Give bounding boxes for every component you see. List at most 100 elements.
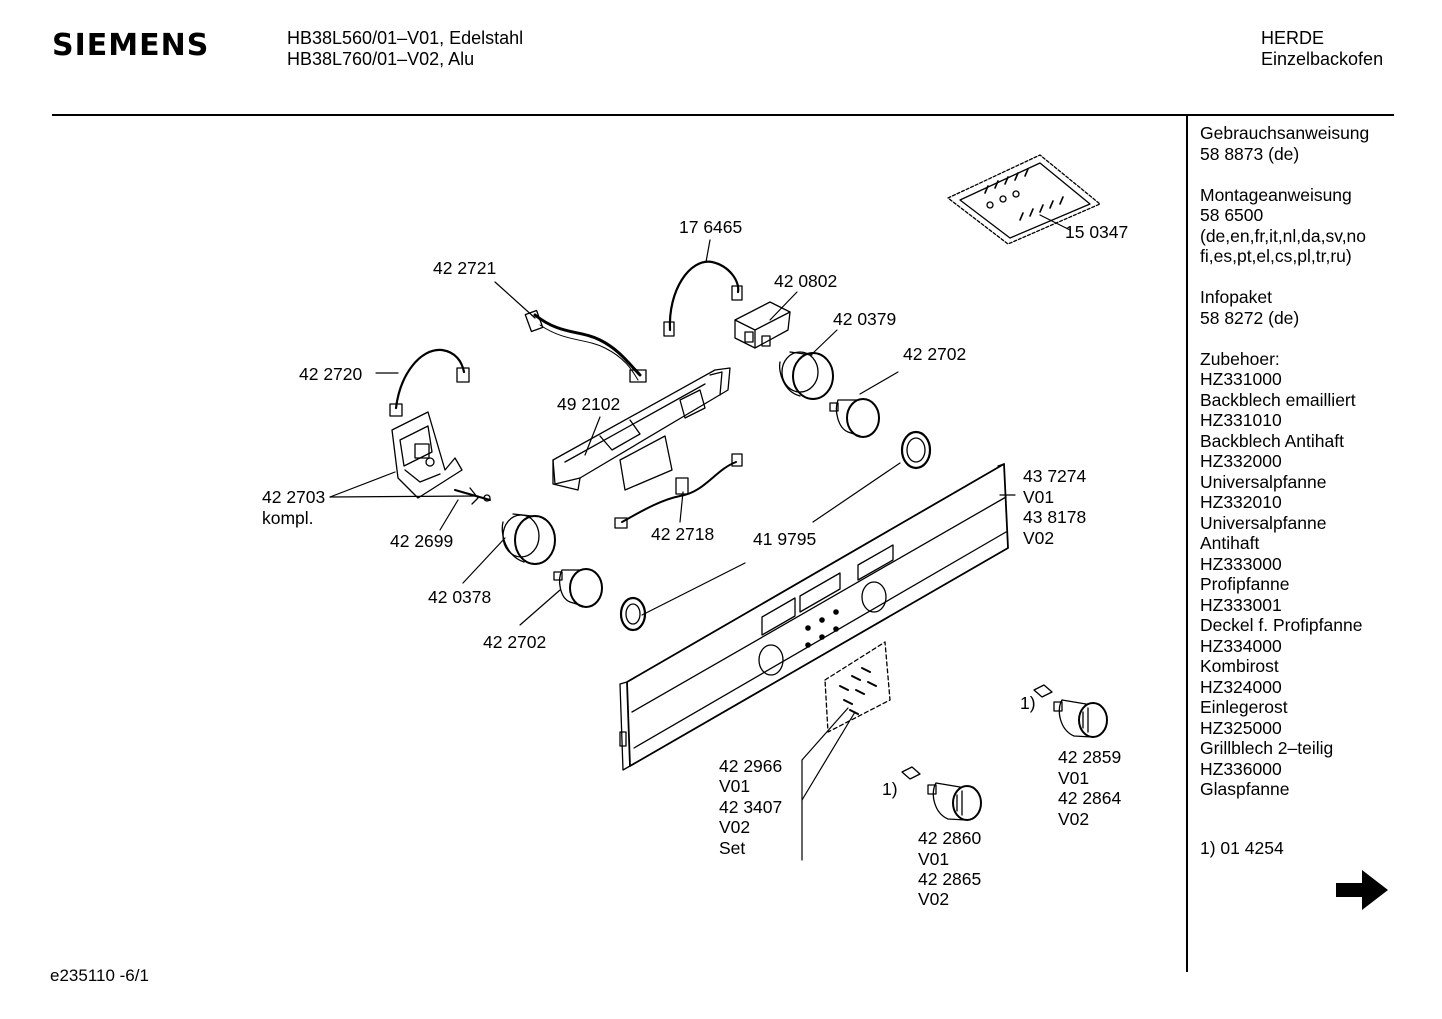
ring-part-lower (619, 596, 647, 632)
part-label-492102: 49 2102 (557, 394, 621, 414)
sidebar-line: Kombirost (1200, 656, 1279, 676)
sidebar-line: HZ324000 (1200, 676, 1282, 697)
ribbon-cable-part (524, 309, 647, 383)
sidebar-line: Universalpfanne (1200, 512, 1327, 533)
sidebar-line: Gebrauchsanweisung (1200, 123, 1370, 143)
cable-part-422718 (614, 453, 743, 529)
switch-part-420802 (734, 301, 791, 349)
knob-part-422860 (901, 766, 982, 821)
sidebar-line: HZ336000 (1200, 758, 1282, 779)
category-line-1: HERDE (1261, 28, 1325, 48)
part-label-420378: 42 0378 (428, 587, 492, 607)
sidebar-line: fi,es,pt,el,cs,pl,tr,ru) (1200, 246, 1352, 266)
sidebar-line: Universalpfanne (1200, 471, 1327, 492)
category-line-2: Einzelbackofen (1261, 49, 1384, 69)
pin-part-422699 (454, 487, 491, 505)
part-label-420802: 42 0802 (774, 271, 838, 291)
sidebar-line: Einlegerost (1200, 697, 1288, 717)
bushing-part-420378 (501, 513, 556, 565)
part-label-422859: 42 2859 (1058, 747, 1122, 767)
bushing-part-420379 (778, 351, 834, 400)
part-label-422718: 42 2718 (651, 524, 715, 544)
part-label-422703: 42 2703 (262, 487, 326, 507)
part-label-v01-a: V01 (1023, 487, 1055, 507)
sidebar-line: HZ331010 (1200, 410, 1282, 430)
part-label-438178: 43 8178 (1023, 507, 1087, 527)
part-label-422721: 42 2721 (433, 258, 497, 278)
part-label-422966: 42 2966 (719, 756, 783, 776)
sidebar-line: HZ331000 (1200, 369, 1282, 389)
sidebar-line: Backblech emailliert (1200, 389, 1356, 410)
part-label-set: Set (719, 838, 746, 858)
sidebar-line: HZ333000 (1200, 553, 1282, 574)
part-label-422860: 42 2860 (918, 828, 982, 848)
part-label-422720: 42 2720 (299, 364, 363, 384)
part-label-422864: 42 2864 (1058, 788, 1122, 808)
sidebar-line: Grillblech 2–teilig (1200, 738, 1334, 758)
document-id: e235110 -6/1 (50, 966, 149, 985)
part-label-kompl: kompl. (262, 508, 314, 528)
screw-set-part (824, 641, 891, 733)
header-divider (52, 114, 1394, 116)
part-label-419795: 41 9795 (753, 529, 817, 549)
sidebar-line: 58 8873 (de) (1200, 143, 1300, 164)
part-label-v01-d: V01 (918, 849, 950, 869)
sidebar-divider (1186, 116, 1188, 972)
part-label-176465: 17 6465 (679, 217, 743, 237)
ring-part-419795 (900, 430, 932, 470)
part-label-150347: 15 0347 (1065, 222, 1129, 242)
part-label-v02-b: V02 (719, 817, 751, 837)
sidebar-line: Deckel f. Profipfanne (1200, 615, 1363, 635)
brand-logo: SIEMENS (52, 28, 210, 63)
sidebar-line: Profipfanne (1200, 574, 1290, 594)
sidebar-line: Montageanweisung (1200, 184, 1352, 205)
shaft-part-422702b (553, 568, 603, 608)
right-arrow-icon[interactable] (1334, 868, 1390, 912)
part-label-420379: 42 0379 (833, 309, 897, 329)
cable-part-176465 (663, 260, 743, 337)
sidebar-line: HZ332000 (1200, 451, 1282, 471)
sidebar-line: Zubehoer: (1200, 348, 1280, 369)
sidebar-line: HZ334000 (1200, 635, 1282, 656)
model-line-1: HB38L560/01–V01, Edelstahl (287, 28, 524, 48)
sidebar-line: 58 8272 (de) (1200, 307, 1300, 328)
control-panel-part (619, 463, 1009, 771)
part-label-v02-c: V02 (1058, 809, 1090, 829)
part-label-v01-b: V01 (719, 776, 751, 796)
shaft-part-422702a (829, 398, 880, 438)
sidebar-line: Backblech Antihaft (1200, 430, 1344, 451)
sidebar-line: 58 6500 (1200, 205, 1264, 225)
sidebar-line: HZ325000 (1200, 717, 1282, 738)
part-label-422699: 42 2699 (390, 531, 454, 551)
exploded-parts-diagram (329, 154, 1108, 861)
footnote: 1) 01 4254 (1200, 838, 1284, 858)
sidebar-line: HZ332010 (1200, 492, 1282, 512)
footnote-marker-a: 1) (1020, 693, 1036, 713)
knob-part-422859 (1033, 684, 1108, 738)
screw-bag-part (947, 154, 1101, 245)
sidebar-line: Glaspfanne (1200, 779, 1290, 799)
part-label-422865: 42 2865 (918, 869, 982, 889)
part-label-v02-a: V02 (1023, 528, 1055, 548)
bracket-part-492102 (552, 367, 731, 491)
leader-lines (329, 214, 1071, 861)
sidebar-line: (de,en,fr,it,nl,da,sv,no (1200, 225, 1367, 246)
footnote-marker-b: 1) (882, 779, 898, 799)
model-line-2: HB38L760/01–V02, Alu (287, 49, 475, 69)
part-label-v02-d: V02 (918, 889, 950, 909)
part-label-423407: 42 3407 (719, 797, 783, 817)
sidebar-line: HZ333001 (1200, 594, 1282, 615)
part-label-v01-c: V01 (1058, 768, 1090, 788)
cable-part-422720 (389, 348, 470, 417)
part-label-437274: 43 7274 (1023, 466, 1087, 486)
model-info: HB38L560/01–V01, Edelstahl HB38L760/01–V… (287, 28, 523, 70)
category-info: HERDE Einzelbackofen (1261, 28, 1383, 70)
part-label-422702-a: 42 2702 (903, 344, 967, 364)
part-label-422702-b: 42 2702 (483, 632, 547, 652)
sidebar-line: Infopaket (1200, 287, 1272, 307)
